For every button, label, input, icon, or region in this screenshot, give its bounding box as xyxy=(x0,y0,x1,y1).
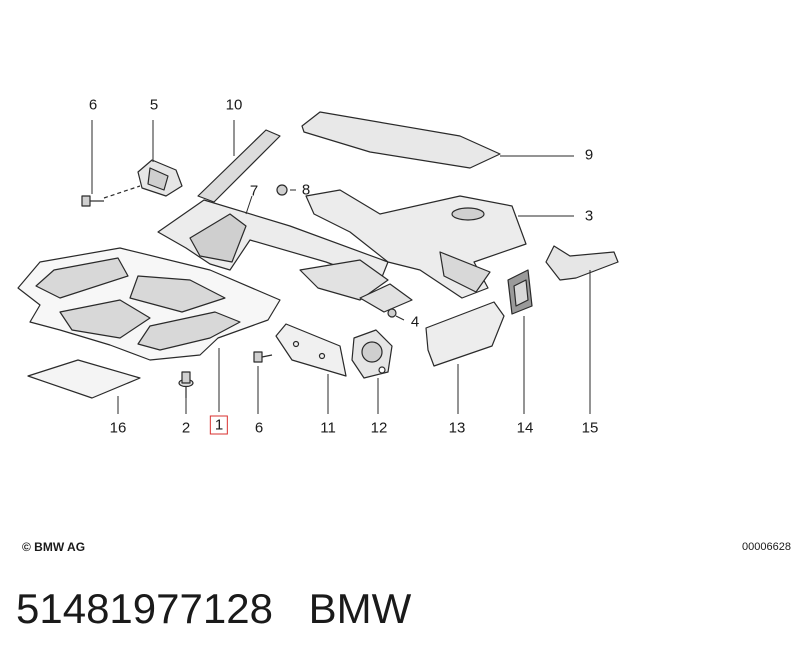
part-7-bulkhead-trim xyxy=(157,199,389,301)
part-16-mat xyxy=(27,359,141,399)
part-5-bracket xyxy=(137,159,183,197)
callout-7: 7 xyxy=(249,182,259,200)
callout-4: 4 xyxy=(410,313,420,331)
part-15-bracket xyxy=(545,245,619,281)
part-3-duct-cover xyxy=(305,189,527,299)
part-14-block xyxy=(507,269,533,315)
copyright-notice: © BMW AG xyxy=(22,540,86,554)
part-9-panel xyxy=(301,111,501,169)
part-4-fastener xyxy=(359,283,413,318)
callout-2: 2 xyxy=(181,419,191,437)
part-13-cover xyxy=(425,301,505,367)
callout-6-bottom: 6 xyxy=(254,419,264,437)
part-12-handle xyxy=(351,329,393,379)
callout-9: 9 xyxy=(584,146,594,164)
part-number-title: 51481977128 BMW xyxy=(16,585,412,632)
callout-5: 5 xyxy=(149,96,159,114)
callout-14: 14 xyxy=(516,419,534,437)
part-2-clip xyxy=(178,371,194,398)
part-10-strip xyxy=(197,129,281,203)
callout-13: 13 xyxy=(448,419,466,437)
callout-8: 8 xyxy=(301,181,311,199)
callout-11: 11 xyxy=(320,419,336,437)
callout-3: 3 xyxy=(584,207,594,225)
drawing-number: 00006628 xyxy=(742,541,791,553)
callout-1-highlighted[interactable]: 1 xyxy=(209,415,229,435)
part-6-screw-right xyxy=(253,351,273,363)
callout-12: 12 xyxy=(370,419,388,437)
part-8-clip xyxy=(276,184,288,196)
part-1-insulation-pad xyxy=(17,247,281,361)
parts-exploded-diagram xyxy=(17,111,619,414)
callout-10: 10 xyxy=(225,96,243,114)
part-11-plate xyxy=(275,323,347,377)
callout-15: 15 xyxy=(581,419,599,437)
callout-6-top: 6 xyxy=(88,96,98,114)
part-6-screw-left xyxy=(81,195,104,207)
callout-16: 16 xyxy=(109,419,127,437)
